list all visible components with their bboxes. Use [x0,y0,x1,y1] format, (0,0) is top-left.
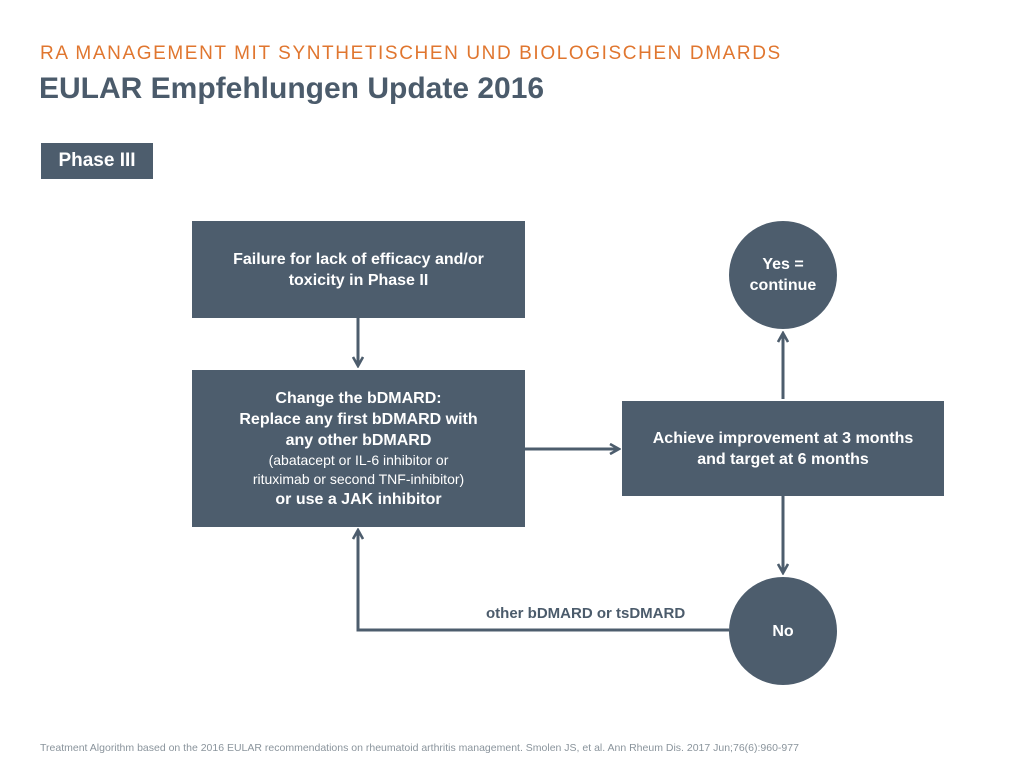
failure-line-2: toxicity in Phase II [288,271,429,289]
reference-footnote: Treatment Algorithm based on the 2016 EU… [40,742,799,754]
change-line-6: or use a JAK inhibitor [275,490,442,508]
change-line-5: rituximab or second TNF-inhibitor) [252,470,465,487]
change-line-2: Replace any first bDMARD with [239,410,478,428]
change-line-4: (abatacept or IL-6 inhibitor or [268,451,449,468]
no-line-1: No [772,622,794,640]
failure-box: Failure for lack of efficacy and/or toxi… [192,221,525,318]
no-circle: No [729,577,837,685]
change-line-1: Change the bDMARD: [275,389,442,407]
phase-badge: Phase III [41,143,153,179]
achieve-line-1: Achieve improvement at 3 months [652,429,914,447]
slide-title: EULAR Empfehlungen Update 2016 [39,72,545,105]
achieve-line-2: and target at 6 months [697,450,869,468]
slide-subtitle: RA MANAGEMENT MIT SYNTHETISCHEN UND BIOL… [40,43,782,64]
yes-continue-circle: Yes = continue [729,221,837,329]
change-line-3: any other bDMARD [285,431,432,449]
achieve-improvement-box: Achieve improvement at 3 months and targ… [622,401,944,496]
arrow-no-to-change [358,530,729,632]
yes-line-2: continue [749,277,817,294]
change-bdmard-box: Change the bDMARD: Replace any first bDM… [192,370,525,527]
failure-line-1: Failure for lack of efficacy and/or [233,250,484,268]
other-bdmard-label: other bDMARD or tsDMARD [486,605,686,622]
yes-line-1: Yes = [762,256,804,273]
